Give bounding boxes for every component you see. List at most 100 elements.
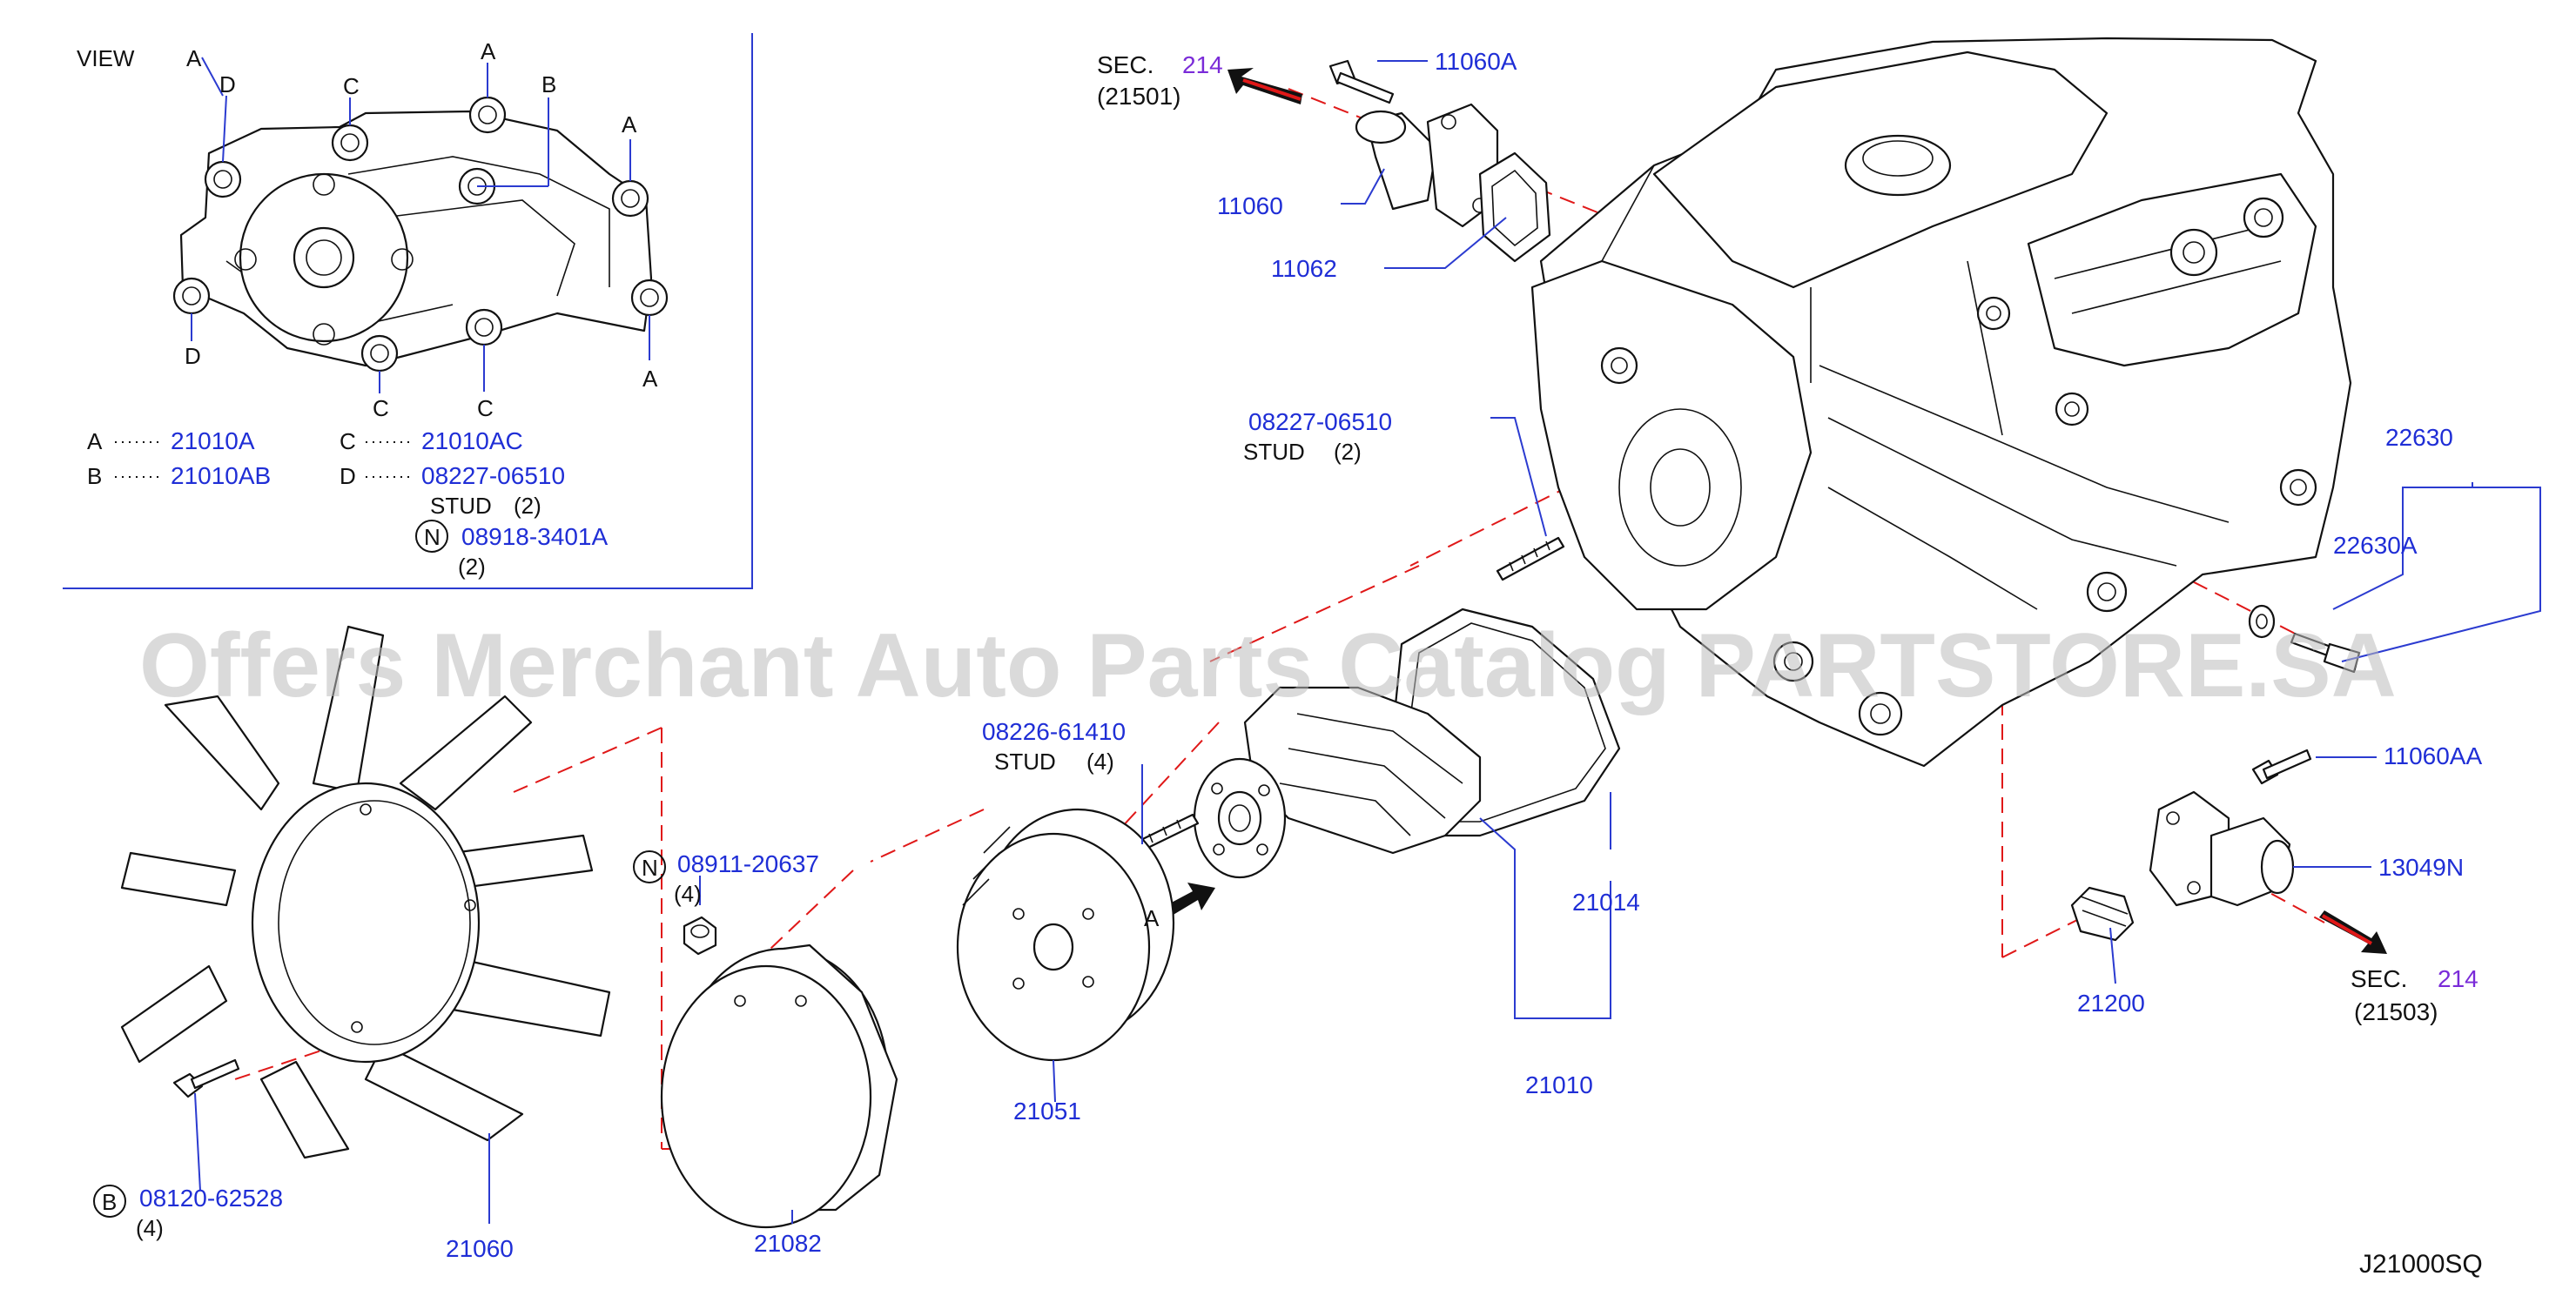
- inset-bosses: [172, 96, 669, 373]
- part-11060a[interactable]: 11060A: [1435, 48, 1517, 75]
- part-08120-62528[interactable]: 08120-62528: [139, 1185, 283, 1212]
- section-number[interactable]: 214: [1182, 51, 1223, 78]
- legend-qty: (2): [514, 493, 541, 519]
- legend-letter: C: [340, 428, 356, 454]
- inset-callout-d: D: [219, 71, 236, 97]
- part-08911-20637[interactable]: 08911-20637: [677, 850, 819, 877]
- section-arrow-21503: [2319, 910, 2387, 954]
- inset-bolt-hole: [234, 248, 257, 271]
- manifold-runner: [2071, 260, 2282, 314]
- inset-callout-c: C: [373, 395, 389, 421]
- inset-rib: [382, 199, 575, 297]
- legend-letter: B: [87, 463, 102, 489]
- thermostat-group: [2070, 749, 2312, 942]
- part-21010[interactable]: 21010: [1525, 1071, 1593, 1098]
- timing-cover: [1530, 259, 1813, 611]
- block-edge: [1967, 260, 2003, 436]
- part-13049n[interactable]: 13049N: [2378, 854, 2464, 881]
- part-11060aa[interactable]: 11060AA: [2384, 742, 2482, 769]
- legend-part: 21010AB: [171, 462, 271, 489]
- nut-08911-drawing: [683, 916, 717, 956]
- bolt-qty: (4): [136, 1215, 164, 1241]
- part-21200[interactable]: 21200: [2077, 990, 2145, 1017]
- bolt-08120-drawing: [172, 1058, 240, 1098]
- part-21082[interactable]: 21082: [754, 1230, 822, 1257]
- block-rib: [1827, 487, 2038, 610]
- callout-leaders: [194, 60, 2541, 1224]
- inset-callout-a: A: [642, 366, 658, 392]
- legend-letter: A: [87, 428, 103, 454]
- nut-part: 08918-3401A: [461, 523, 608, 550]
- inset-callout-a: A: [481, 38, 496, 64]
- part-21060[interactable]: 21060: [446, 1235, 514, 1262]
- part-08227-06510[interactable]: 08227-06510: [1248, 408, 1392, 435]
- section-ref: (21501): [1097, 83, 1181, 110]
- nut-symbol-circle: [633, 850, 666, 883]
- oil-filler-cap: [1844, 134, 1952, 197]
- legend-note: STUD: [430, 493, 492, 519]
- section-ref: (21503): [2354, 998, 2438, 1025]
- watermark: Offers Merchant Auto Parts Catalog PARTS…: [139, 615, 2397, 716]
- legend-part: 21010AC: [421, 427, 523, 454]
- nut-symbol: N: [424, 524, 441, 550]
- legend-part: 21010A: [171, 427, 255, 454]
- manifold-runner: [2054, 225, 2264, 279]
- section-prefix: SEC.: [1097, 51, 1153, 78]
- inset-border: [63, 33, 753, 589]
- bolt-11060a-drawing: [1328, 59, 1395, 104]
- bolt-symbol: B: [102, 1189, 117, 1215]
- view-arrow-a: [1167, 883, 1215, 916]
- inset-callout-c: C: [343, 73, 360, 99]
- part-11062[interactable]: 11062: [1271, 255, 1337, 282]
- inset-bolt-hole: [313, 323, 335, 346]
- legend-part: 08227-06510: [421, 462, 565, 489]
- inset-bolt-hole: [313, 173, 335, 196]
- nut-qty: (4): [674, 881, 702, 907]
- block-bosses: [1600, 197, 2317, 736]
- water-outlet-drawing: [1355, 103, 1499, 228]
- diagram-code: J21000SQ: [2359, 1250, 2483, 1279]
- inset-callout-d: D: [185, 343, 201, 369]
- stud-label: STUD: [994, 749, 1056, 775]
- nut-symbol: N: [642, 855, 658, 881]
- part-11060[interactable]: 11060: [1217, 192, 1283, 219]
- stud-08227-drawing: [1496, 536, 1565, 581]
- inset-hub: [293, 226, 355, 289]
- sensor-22630-group: [2248, 604, 2361, 674]
- engine-block: [1530, 37, 2352, 768]
- part-22630[interactable]: 22630: [2385, 424, 2453, 451]
- inset-view-title: VIEW: [77, 45, 135, 71]
- block-edge: [1601, 165, 1655, 262]
- nut-qty: (2): [458, 554, 486, 580]
- part-08226-61410[interactable]: 08226-61410: [982, 718, 1126, 745]
- timing-cover-boss: [1618, 408, 1742, 567]
- spacer-21082-drawing: [660, 943, 898, 1229]
- section-prefix: SEC.: [2351, 965, 2407, 992]
- inset-view-a: VIEW A: [63, 33, 753, 589]
- part-22630a[interactable]: 22630A: [2333, 532, 2418, 559]
- section-number[interactable]: 214: [2438, 965, 2478, 992]
- part-21014[interactable]: 21014: [1572, 889, 1640, 916]
- stud-label: STUD: [1243, 439, 1305, 465]
- water-outlet-group: [1328, 59, 1551, 263]
- pulley-21051-drawing: [956, 808, 1175, 1062]
- inset-callout-a: A: [622, 111, 637, 138]
- gasket-11062-drawing: [1478, 151, 1551, 263]
- oil-filler-cap-top: [1862, 140, 1934, 177]
- inset-rib: [347, 156, 610, 287]
- section-arrow-21501: [1227, 68, 1302, 104]
- inset-callout-b: B: [541, 71, 556, 97]
- timing-cover-hole: [1650, 448, 1711, 527]
- inset-callout-c: C: [477, 395, 494, 421]
- inset-legend: A 21010A B 21010AB C 21010AC D 08227-065…: [87, 427, 608, 580]
- legend-letter: D: [340, 463, 356, 489]
- water-pump-drawing: [1193, 686, 1482, 879]
- bolt-symbol-circle: [93, 1185, 126, 1218]
- stud-qty: (2): [1334, 439, 1362, 465]
- part-21051[interactable]: 21051: [1013, 1098, 1081, 1125]
- inset-hub-inner: [306, 239, 342, 276]
- block-rib: [1819, 365, 2230, 523]
- view-arrow-label: A: [1144, 905, 1160, 931]
- inset-view-letter: A: [186, 45, 202, 71]
